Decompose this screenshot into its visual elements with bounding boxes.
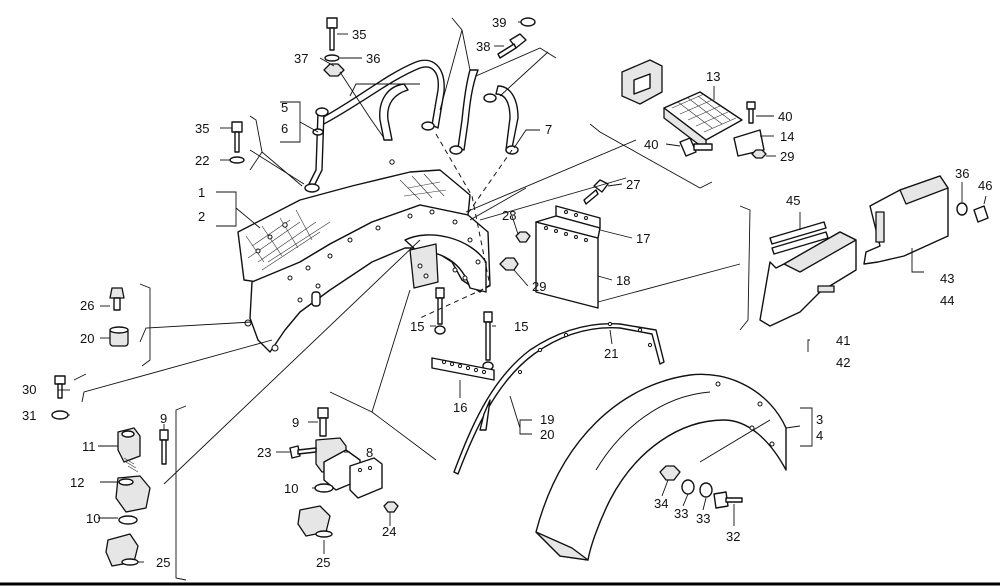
left-hardware xyxy=(51,287,129,420)
mud-flap-assembly xyxy=(499,179,609,309)
callout-4: 4 xyxy=(816,428,823,443)
callout-44: 44 xyxy=(940,293,954,308)
callout-33a: 33 xyxy=(674,506,688,521)
callout-36b: 36 xyxy=(955,166,969,181)
callout-1: 1 xyxy=(198,185,205,200)
fender-edge-strips xyxy=(453,321,665,475)
callout-19: 19 xyxy=(540,412,554,427)
callout-9a: 9 xyxy=(160,411,167,426)
foot-step-assembly xyxy=(621,59,767,159)
callout-20a: 20 xyxy=(80,331,94,346)
rear-fender-hardware xyxy=(659,465,743,509)
callout-20b: 20 xyxy=(540,427,554,442)
callout-43: 43 xyxy=(940,271,954,286)
callout-45: 45 xyxy=(786,193,800,208)
callout-9b: 9 xyxy=(292,415,299,430)
callout-32-final: 32 xyxy=(726,529,740,544)
callout-15b: 15 xyxy=(514,319,528,334)
callout-33b: 33 xyxy=(696,511,710,526)
callout-5: 5 xyxy=(281,100,288,115)
hinge-parts xyxy=(105,407,399,567)
callout-37: 37 xyxy=(294,51,308,66)
tool-box-assembly xyxy=(759,175,989,327)
callout-35a: 35 xyxy=(352,27,366,42)
leader-lines xyxy=(58,17,987,581)
callout-11: 11 xyxy=(82,439,96,454)
callout-29b: 29 xyxy=(532,279,546,294)
callout-35b: 35 xyxy=(195,121,209,136)
callout-16: 16 xyxy=(453,400,467,415)
callout-28: 28 xyxy=(502,208,516,223)
front-fender-bracket-assembly xyxy=(237,159,491,353)
callout-34-visible: 34 xyxy=(654,496,668,511)
callout-17: 17 xyxy=(636,231,650,246)
callout-40a: 40 xyxy=(778,109,792,124)
callout-18: 18 xyxy=(616,273,630,288)
callout-8: 8 xyxy=(366,445,373,460)
callout-27: 27 xyxy=(626,177,640,192)
callout-36a: 36 xyxy=(366,51,380,66)
callout-31: 31 xyxy=(22,408,36,423)
callout-13: 13 xyxy=(706,69,720,84)
callout-39: 39 xyxy=(492,15,506,30)
callout-10b: 10 xyxy=(284,481,298,496)
callout-7: 7 xyxy=(545,122,552,137)
callout-25b: 25 xyxy=(316,555,330,570)
valve-stems xyxy=(431,287,495,381)
callout-labels: 35 37 36 5 6 35 22 39 38 7 13 40 14 40 2… xyxy=(22,15,992,570)
rear-fender xyxy=(535,373,787,561)
callout-14: 14 xyxy=(780,129,794,144)
callout-25a: 25 xyxy=(156,555,170,570)
callout-10-visible-left: 10 xyxy=(86,511,100,526)
hardware-top xyxy=(229,17,536,164)
callout-41: 41 xyxy=(836,333,850,348)
callout-24: 24 xyxy=(382,524,396,539)
callout-12: 12 xyxy=(70,475,84,490)
callout-30: 30 xyxy=(22,382,36,397)
callout-3: 3 xyxy=(816,412,823,427)
callout-6: 6 xyxy=(281,121,288,136)
callout-38: 38 xyxy=(476,39,490,54)
callout-29a: 29 xyxy=(780,149,794,164)
callout-15a: 15 xyxy=(410,319,424,334)
callout-42: 42 xyxy=(836,355,850,370)
callout-40b: 40 xyxy=(644,137,658,152)
callout-26: 26 xyxy=(80,298,94,313)
callout-46: 46 xyxy=(978,178,992,193)
callout-22: 22 xyxy=(195,153,209,168)
callout-21: 21 xyxy=(604,346,618,361)
callout-23: 23 xyxy=(257,445,271,460)
callout-2: 2 xyxy=(198,209,205,224)
